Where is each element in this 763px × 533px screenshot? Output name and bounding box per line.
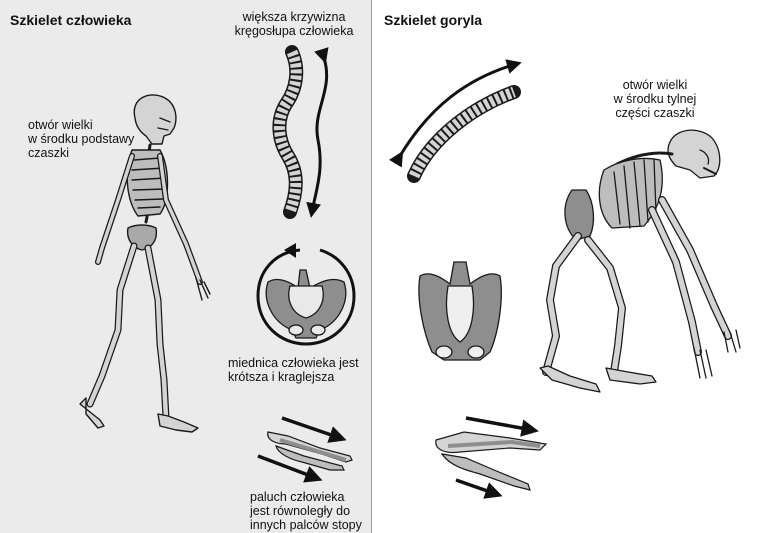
gorilla-toe-arrow-lower <box>456 480 496 494</box>
gorilla-foramen-line-2: w środku tylnej <box>600 92 710 106</box>
spine-curvature-arrow <box>312 58 327 212</box>
human-foramen-line-2: w środku podstawy <box>28 132 134 146</box>
toe-arrow-upper <box>282 418 340 438</box>
human-foramen-line-1: otwór wielki <box>28 118 134 132</box>
toe-caption-line-1: paluch człowieka <box>250 490 362 504</box>
pelvis-caption: miednica człowieka jest krótsza i kragle… <box>228 356 359 384</box>
gorilla-toe-arrow-upper <box>466 418 532 430</box>
gorilla-foot-front <box>606 368 656 384</box>
pelvis-caption-line-2: krótsza i kraglejsza <box>228 370 359 384</box>
gorilla-foramen-line-3: części czaszki <box>600 106 710 120</box>
toe-caption-line-2: jest równoległy do <box>250 504 362 518</box>
human-foramen-line-3: czaszki <box>28 146 134 160</box>
toe-caption: paluch człowieka jest równoległy do inny… <box>250 490 362 532</box>
gorilla-skeleton-illustration <box>540 130 740 392</box>
spine-caption-line-1: większa krzywizna <box>224 10 364 24</box>
gorilla-title: Szkielet goryla <box>384 12 482 28</box>
pelvis-caption-line-1: miednica człowieka jest <box>228 356 359 370</box>
spine-caption-line-2: kręgosłupa człowieka <box>224 24 364 38</box>
human-foramen-caption: otwór wielki w środku podstawy czaszki <box>28 118 134 160</box>
gorilla-foot-detail <box>436 432 546 490</box>
human-spine-detail <box>279 52 296 212</box>
human-foot-front <box>158 414 198 432</box>
human-pelvis-detail <box>266 270 345 338</box>
gorilla-foot-back <box>540 366 600 392</box>
gorilla-spine-arrow <box>400 64 516 156</box>
gorilla-spine-detail <box>414 92 514 176</box>
human-skull <box>134 95 176 144</box>
spine-caption: większa krzywizna kręgosłupa człowieka <box>224 10 364 38</box>
gorilla-foramen-caption: otwór wielki w środku tylnej części czas… <box>600 78 710 120</box>
toe-caption-line-3: innych palców stopy <box>250 518 362 532</box>
gorilla-skull <box>668 130 720 178</box>
human-title: Szkielet człowieka <box>10 12 131 28</box>
gorilla-pelvis-detail <box>419 262 501 360</box>
gorilla-foramen-line-1: otwór wielki <box>600 78 710 92</box>
